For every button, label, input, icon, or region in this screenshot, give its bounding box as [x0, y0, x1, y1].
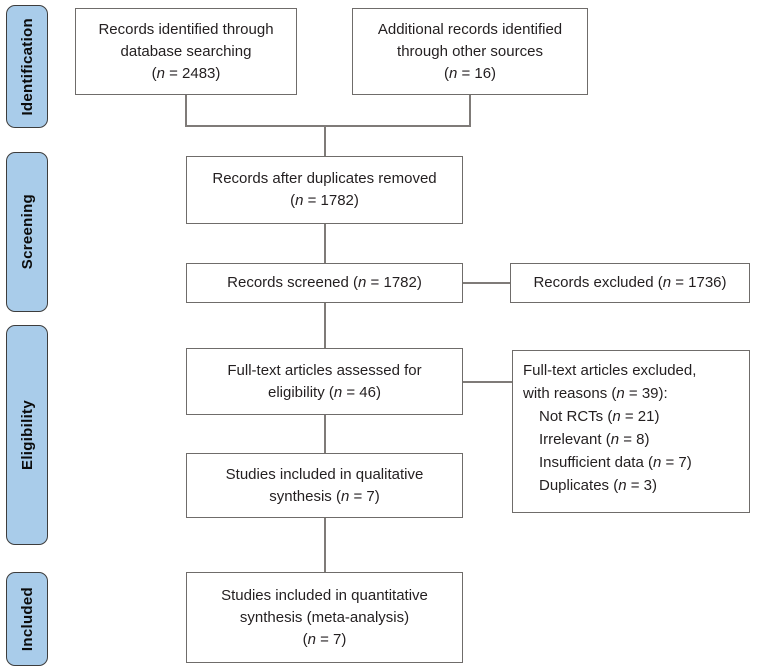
box-records-screened-text: Records screened (n = 1782)	[227, 274, 422, 291]
exclusion-reason-irrelevant: Irrelevant (n = 8)	[539, 431, 650, 448]
box-records-excluded: Records excluded (n = 1736)	[510, 263, 750, 303]
exclusion-reason-insufficient-data: Insufficient data (n = 7)	[539, 454, 692, 471]
box-fulltext-excluded-header: Full-text articles excluded, with reason…	[523, 362, 697, 402]
exclusion-reason-not-rcts: Not RCTs (n = 21)	[539, 408, 660, 425]
box-records-identified-database-text: Records identified through database sear…	[98, 20, 274, 82]
connector-identified-db-down	[185, 95, 187, 125]
box-records-after-duplicates-removed: Records after duplicates removed (n = 17…	[186, 156, 463, 224]
box-quantitative-synthesis-text: Studies included in quantitative synthes…	[221, 586, 428, 648]
connector-identified-other-down	[469, 95, 471, 125]
box-records-after-duplicates-removed-text: Records after duplicates removed (n = 17…	[212, 170, 437, 209]
box-records-excluded-text: Records excluded (n = 1736)	[533, 274, 727, 291]
stage-eligibility-label: Eligibility	[18, 400, 36, 470]
stage-identification: Identification	[6, 5, 48, 128]
box-additional-records-other-sources: Additional records identified through ot…	[352, 8, 588, 95]
stage-eligibility: Eligibility	[6, 325, 48, 545]
box-fulltext-assessed: Full-text articles assessed for eligibil…	[186, 348, 463, 415]
stage-included: Included	[6, 572, 48, 666]
box-records-screened: Records screened (n = 1782)	[186, 263, 463, 303]
box-records-identified-database: Records identified through database sear…	[75, 8, 297, 95]
connector-qualitative-to-quantitative	[324, 518, 326, 572]
connector-screened-to-fulltext	[324, 303, 326, 348]
exclusion-reason-duplicates: Duplicates (n = 3)	[539, 477, 657, 494]
stage-screening-label: Screening	[18, 194, 36, 270]
box-qualitative-synthesis-text: Studies included in qualitative synthesi…	[225, 465, 424, 505]
box-additional-records-other-sources-text: Additional records identified through ot…	[377, 20, 563, 82]
connector-screened-to-excluded	[463, 282, 510, 284]
connector-merge-horizontal	[185, 125, 471, 127]
stage-included-label: Included	[18, 586, 36, 652]
box-fulltext-assessed-text: Full-text articles assessed for eligibil…	[227, 361, 422, 401]
connector-fulltext-to-excluded	[463, 381, 512, 383]
box-qualitative-synthesis: Studies included in qualitative synthesi…	[186, 453, 463, 518]
connector-merge-to-duplicates	[324, 125, 326, 156]
stage-screening: Screening	[6, 152, 48, 312]
box-fulltext-excluded: Full-text articles excluded, with reason…	[512, 350, 750, 513]
connector-fulltext-to-qualitative	[324, 415, 326, 453]
box-quantitative-synthesis: Studies included in quantitative synthes…	[186, 572, 463, 663]
stage-identification-label: Identification	[18, 17, 36, 116]
connector-duplicates-to-screened	[324, 224, 326, 263]
